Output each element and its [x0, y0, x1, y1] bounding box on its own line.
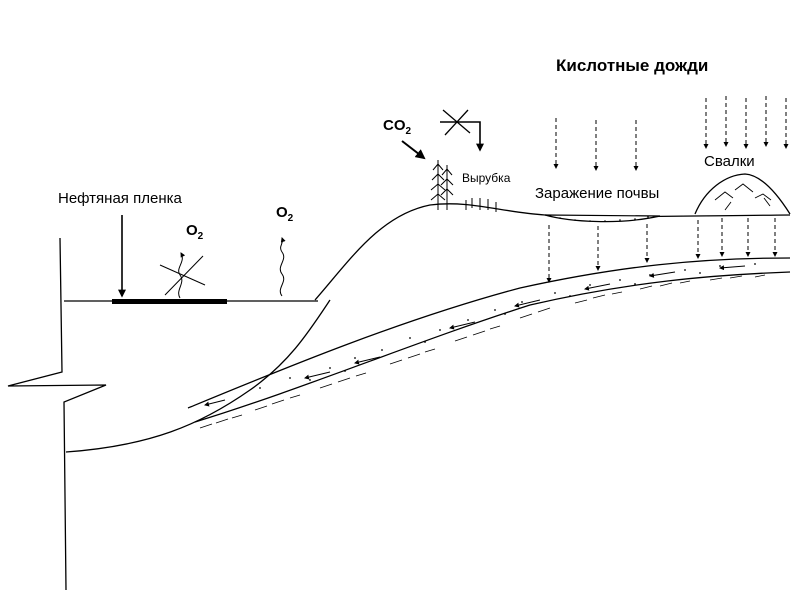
- contaminated-soil-stipple: [559, 216, 649, 222]
- landfills-label: Свалки: [704, 153, 755, 170]
- oil-film: [112, 299, 227, 304]
- co2-cross-2: [444, 109, 469, 136]
- o2-crossed-formula: O2: [186, 222, 203, 242]
- co2-formula: CO2: [383, 117, 411, 137]
- co2-arrow: [401, 140, 426, 160]
- hill-surface: [314, 203, 791, 301]
- blocked-oxygen-glyph: [159, 252, 206, 299]
- o2-crossed-base: O: [186, 222, 198, 239]
- acid-rain-title: Кислотные дожди: [556, 56, 709, 75]
- soil-contamination-label: Заражение почвы: [535, 185, 660, 202]
- stumps: [465, 198, 497, 212]
- leaching-arrows: [546, 218, 778, 283]
- clay-hatching: [199, 274, 766, 429]
- oil-film-label: Нефтяная пленка: [58, 190, 182, 207]
- deforestation-label: Вырубка: [462, 171, 511, 185]
- aquifer-stipple: [259, 263, 756, 389]
- o2-rising-base: O: [276, 204, 288, 221]
- landfill-mound: [694, 173, 791, 215]
- aquifer-bottom: [194, 271, 791, 423]
- acid-rain-arrows: [553, 96, 789, 171]
- co2-base: CO: [383, 117, 406, 134]
- landfill-texture: [714, 183, 772, 211]
- seabed-line: [65, 299, 331, 453]
- co2-blocked-line: [440, 121, 484, 152]
- contaminated-soil-lens: [544, 214, 661, 223]
- shore-line: [7, 237, 107, 591]
- groundwater-flow-arrows: [204, 265, 746, 407]
- trees: [430, 160, 454, 210]
- aquifer-top: [187, 257, 791, 409]
- co2-cross-1: [442, 109, 471, 134]
- rising-oxygen-arrow: [279, 237, 286, 297]
- co2-subscript: 2: [405, 126, 412, 137]
- o2-rising-formula: O2: [276, 204, 293, 224]
- o2-rising-subscript: 2: [287, 213, 294, 224]
- o2-crossed-subscript: 2: [197, 231, 204, 242]
